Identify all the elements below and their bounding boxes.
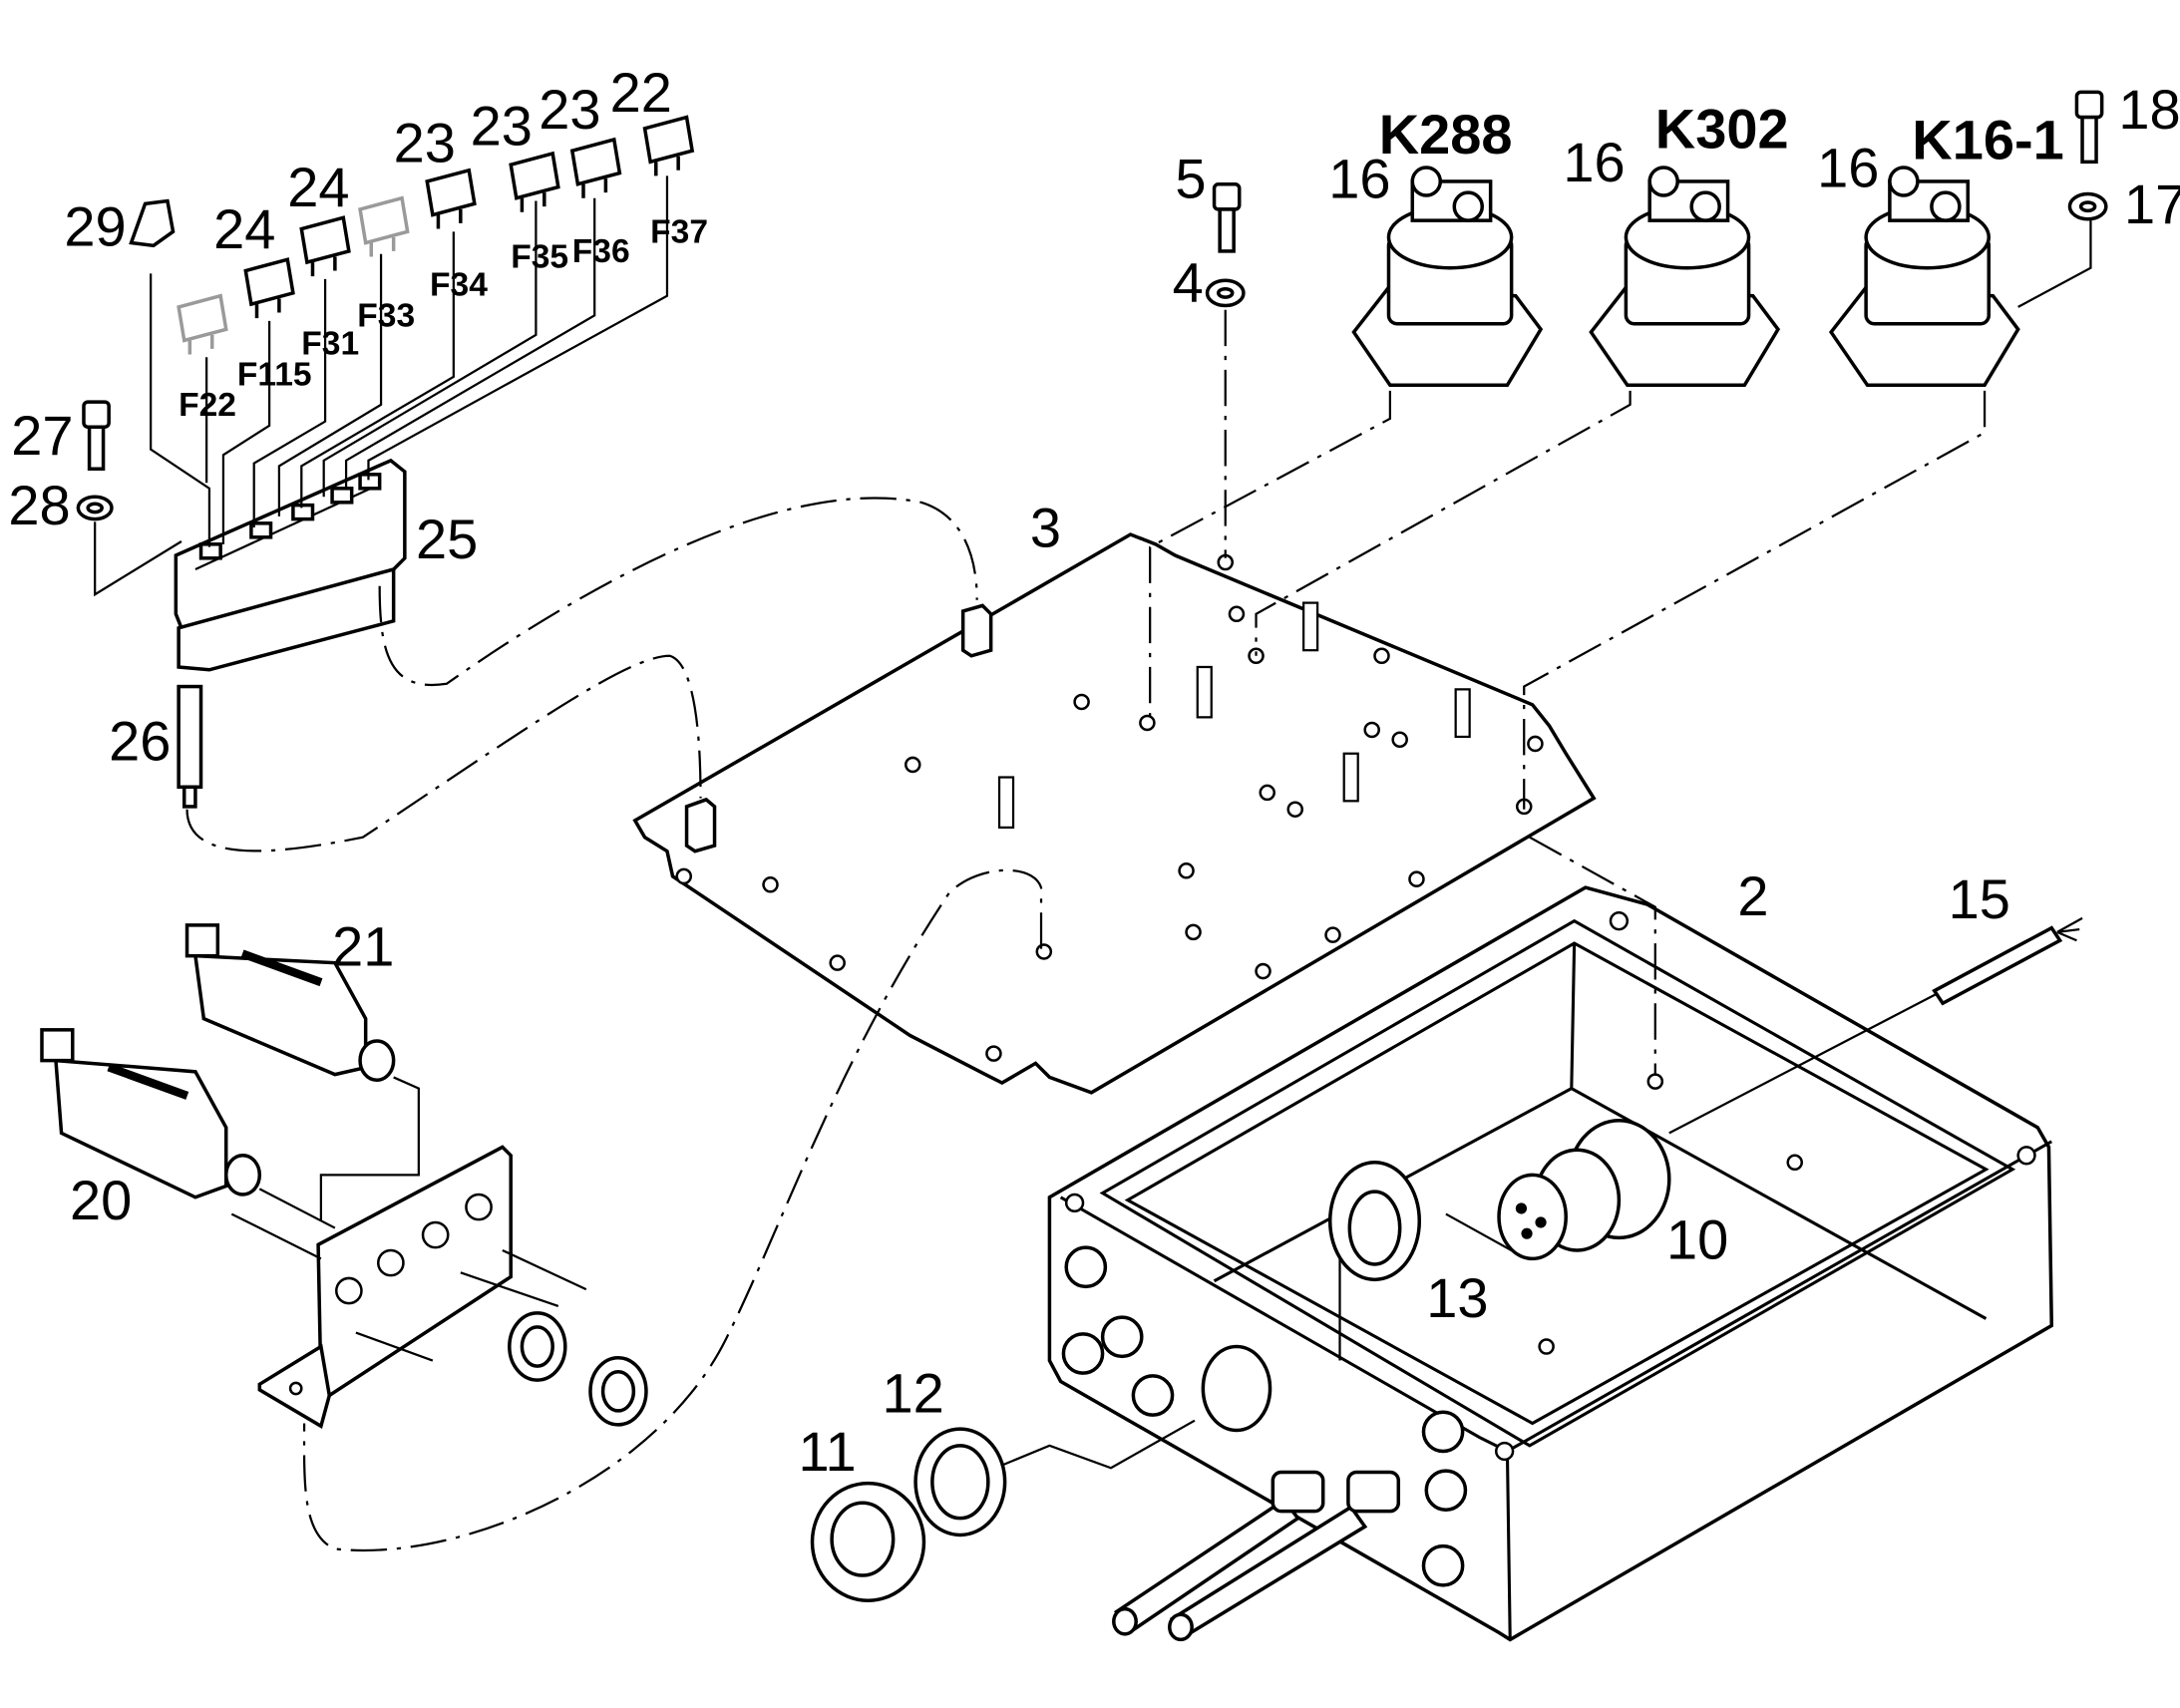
label-2: 2 bbox=[1737, 864, 1768, 927]
relay-label-k16-1: K16-1 bbox=[1912, 109, 2063, 171]
label-24b: 24 bbox=[213, 197, 275, 260]
fuse-label-f33: F33 bbox=[357, 297, 415, 334]
label-12: 12 bbox=[882, 1361, 943, 1424]
fuse-block-25 bbox=[174, 458, 407, 672]
fuse-label-f31: F31 bbox=[301, 325, 359, 362]
label-10: 10 bbox=[1666, 1207, 1728, 1270]
fuse-icons bbox=[129, 115, 695, 355]
mounting-plate bbox=[632, 532, 1597, 1095]
fuse-label-f115: F115 bbox=[237, 356, 312, 393]
label-25: 25 bbox=[416, 508, 478, 570]
label-4: 4 bbox=[1173, 250, 1204, 313]
label-16a: 16 bbox=[1328, 148, 1390, 210]
fuse-label-f36: F36 bbox=[572, 233, 630, 270]
fuse-label-f35: F35 bbox=[511, 239, 568, 276]
bracket-nuts bbox=[508, 1311, 648, 1427]
spacer-26 bbox=[177, 684, 203, 809]
label-17: 17 bbox=[2124, 172, 2180, 235]
fuse-f115-icon bbox=[243, 257, 295, 319]
connector-10 bbox=[1497, 1119, 1671, 1261]
label-20: 20 bbox=[70, 1169, 132, 1231]
label-16c: 16 bbox=[1817, 137, 1879, 199]
label-5: 5 bbox=[1175, 148, 1206, 210]
fuse-label-f37: F37 bbox=[650, 214, 708, 251]
label-24a: 24 bbox=[287, 156, 349, 218]
relay-k302 bbox=[1589, 166, 1781, 388]
dashed-leaders bbox=[185, 390, 1987, 1552]
label-29: 29 bbox=[64, 194, 126, 257]
label-21: 21 bbox=[332, 914, 394, 977]
clip-29-icon bbox=[129, 198, 176, 248]
washer-28 bbox=[76, 495, 114, 521]
label-15: 15 bbox=[1949, 867, 2010, 930]
label-16b: 16 bbox=[1563, 131, 1625, 193]
fuse-labels: F22 F115 F31 F33 F34 F35 F36 F37 bbox=[179, 214, 708, 425]
label-13: 13 bbox=[1426, 1266, 1488, 1329]
label-23a: 23 bbox=[394, 111, 456, 173]
box-plugs bbox=[1061, 1245, 1468, 1587]
washer-12 bbox=[913, 1427, 1007, 1537]
label-27: 27 bbox=[11, 404, 73, 467]
fuse-f36-icon bbox=[569, 137, 622, 198]
relay-k16-1 bbox=[1828, 166, 2020, 388]
nut-11 bbox=[810, 1481, 926, 1602]
fuse-f33-icon bbox=[358, 195, 410, 257]
switch-21 bbox=[184, 923, 396, 1082]
label-11: 11 bbox=[799, 1420, 857, 1483]
label-3: 3 bbox=[1030, 497, 1061, 559]
cable-glands bbox=[1112, 1470, 1401, 1642]
label-28: 28 bbox=[8, 474, 70, 536]
relay-labels: K288 K302 K16-1 bbox=[1379, 97, 2064, 171]
fuse-f22-icon bbox=[177, 293, 228, 355]
fuse-label-f34: F34 bbox=[430, 267, 488, 304]
relay-label-k288: K288 bbox=[1379, 103, 1513, 166]
label-23c: 23 bbox=[539, 78, 600, 141]
part-labels: 2 3 4 5 10 11 12 13 15 16 16 16 17 18 20… bbox=[8, 61, 2180, 1483]
washer-4 bbox=[1205, 278, 1246, 308]
wire-15 bbox=[1932, 916, 2083, 1006]
relay-k288 bbox=[1351, 166, 1544, 388]
fuse-f34-icon bbox=[425, 168, 477, 229]
relay-label-k302: K302 bbox=[1655, 97, 1789, 160]
label-22: 22 bbox=[610, 61, 672, 124]
label-26: 26 bbox=[109, 710, 171, 773]
enclosure-box bbox=[1047, 885, 2054, 1642]
label-18: 18 bbox=[2118, 78, 2180, 141]
screw-27 bbox=[82, 400, 111, 471]
fuse-f37-icon bbox=[642, 115, 695, 176]
label-23b: 23 bbox=[471, 95, 533, 158]
switch-20 bbox=[40, 1028, 262, 1199]
screw-18 bbox=[2074, 90, 2104, 165]
fuse-f35-icon bbox=[509, 151, 560, 212]
gasket-13 bbox=[1327, 1161, 1422, 1282]
washer-17 bbox=[2067, 191, 2108, 221]
leader-lines bbox=[94, 175, 2092, 1470]
switch-bracket bbox=[257, 1145, 513, 1429]
screw-5 bbox=[1212, 181, 1242, 253]
fuse-label-f22: F22 bbox=[179, 387, 236, 424]
fuse-f31-icon bbox=[299, 215, 351, 277]
